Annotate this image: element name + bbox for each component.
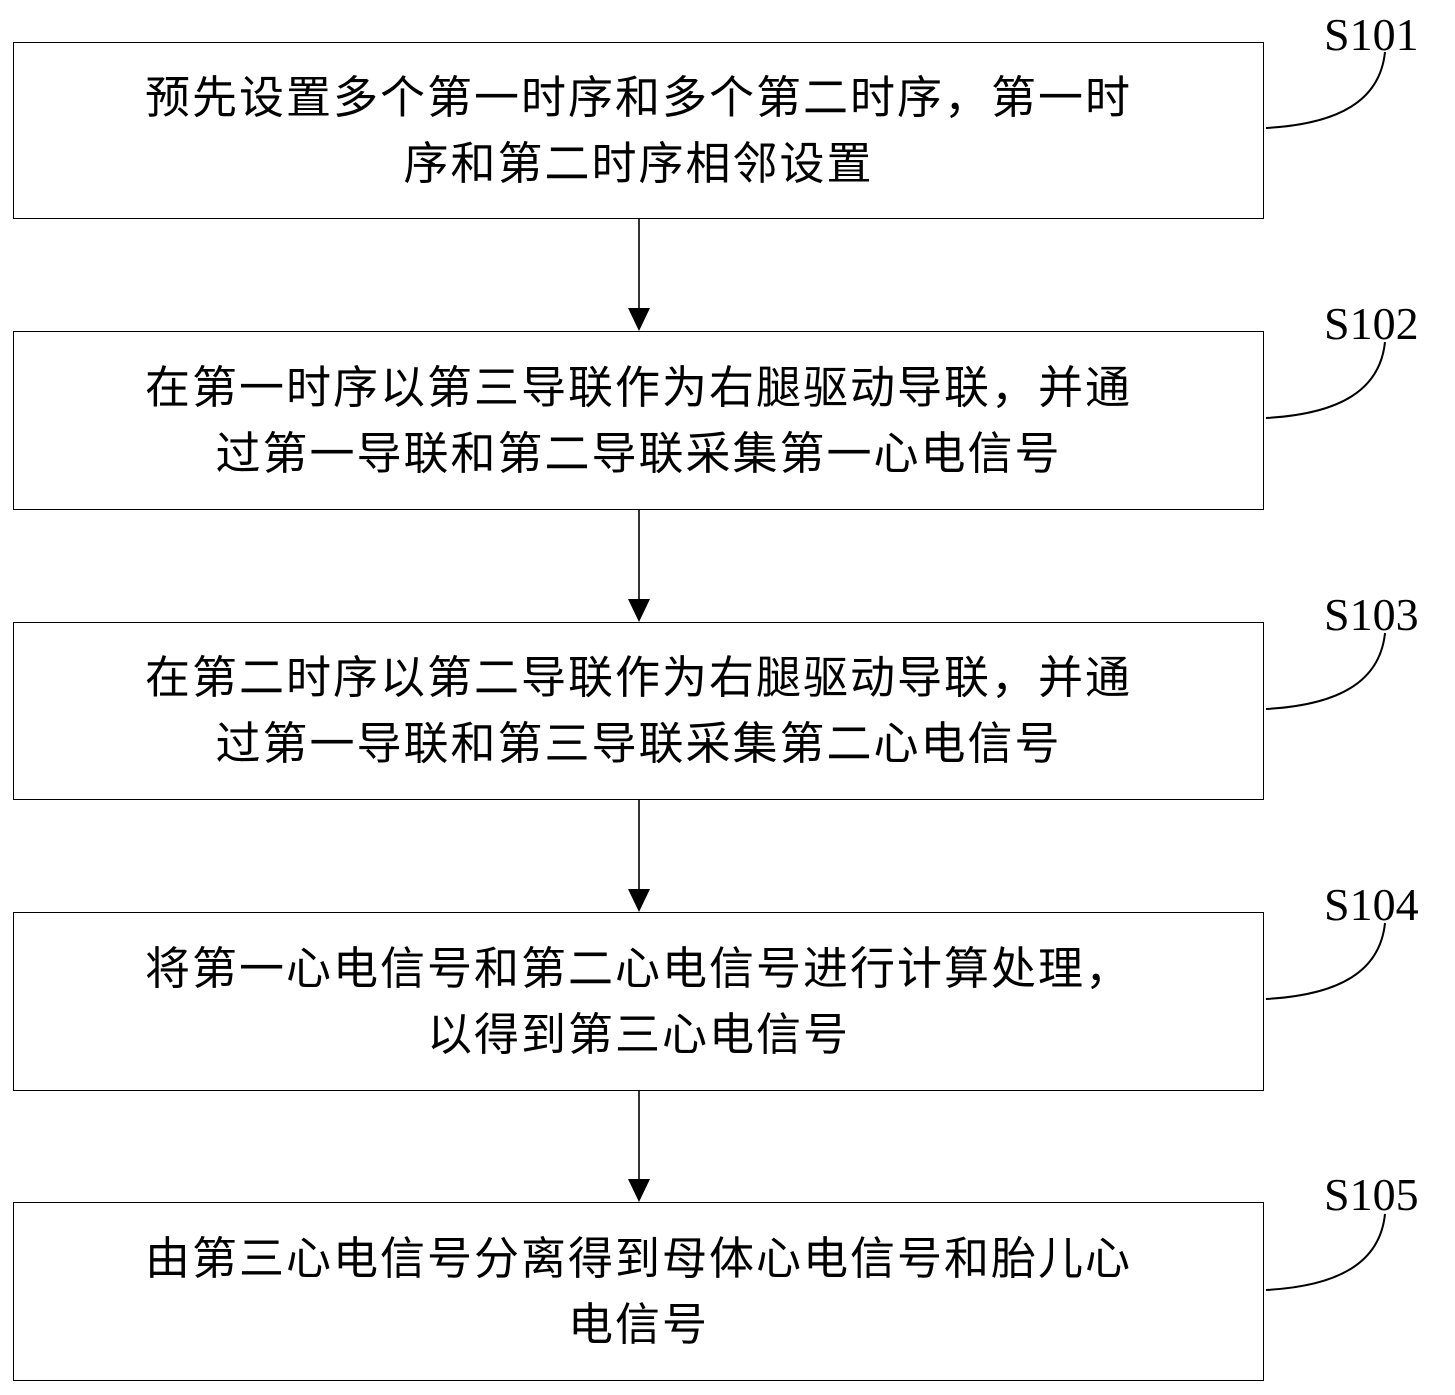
leader-curve-s103 (1265, 632, 1386, 710)
step-label-s102: S102 (1324, 298, 1419, 349)
step-text-s101: 预先设置多个第一时序和多个第二时序，第一时 序和第二时序相邻设置 (144, 70, 1132, 190)
step-label-s104: S104 (1324, 879, 1419, 930)
step-box-s101: 预先设置多个第一时序和多个第二时序，第一时 序和第二时序相邻设置 (13, 42, 1264, 219)
step-box-s104: 将第一心电信号和第二心电信号进行计算处理， 以得到第三心电信号 (13, 912, 1264, 1091)
step-text-s105: 由第三心电信号分离得到母体心电信号和胎儿心 电信号 (144, 1231, 1132, 1351)
leader-curve-s105 (1265, 1213, 1386, 1291)
step-text-s103: 在第二时序以第二导联作为右腿驱动导联，并通 过第一导联和第三导联采集第二心电信号 (144, 651, 1132, 770)
leader-curve-s102 (1265, 341, 1386, 419)
step-text-s102: 在第一时序以第三导联作为右腿驱动导联，并通 过第一导联和第二导联采集第一心电信号 (144, 360, 1132, 480)
step-box-s102: 在第一时序以第三导联作为右腿驱动导联，并通 过第一导联和第二导联采集第一心电信号 (13, 331, 1264, 510)
leader-curve-s104 (1265, 922, 1386, 1000)
leader-curve-s101 (1265, 51, 1386, 129)
step-label-s101: S101 (1324, 9, 1419, 60)
step-label-s105: S105 (1324, 1169, 1419, 1220)
arrow-s103-s104 (628, 800, 650, 912)
step-box-s103: 在第二时序以第二导联作为右腿驱动导联，并通 过第一导联和第三导联采集第二心电信号 (13, 622, 1264, 800)
step-label-s103: S103 (1324, 589, 1419, 640)
step-box-s105: 由第三心电信号分离得到母体心电信号和胎儿心 电信号 (13, 1202, 1264, 1381)
arrow-s104-s105 (628, 1091, 650, 1202)
arrow-s102-s103 (628, 510, 650, 622)
step-text-s104: 将第一心电信号和第二心电信号进行计算处理， 以得到第三心电信号 (144, 941, 1132, 1061)
arrow-s101-s102 (628, 219, 650, 331)
